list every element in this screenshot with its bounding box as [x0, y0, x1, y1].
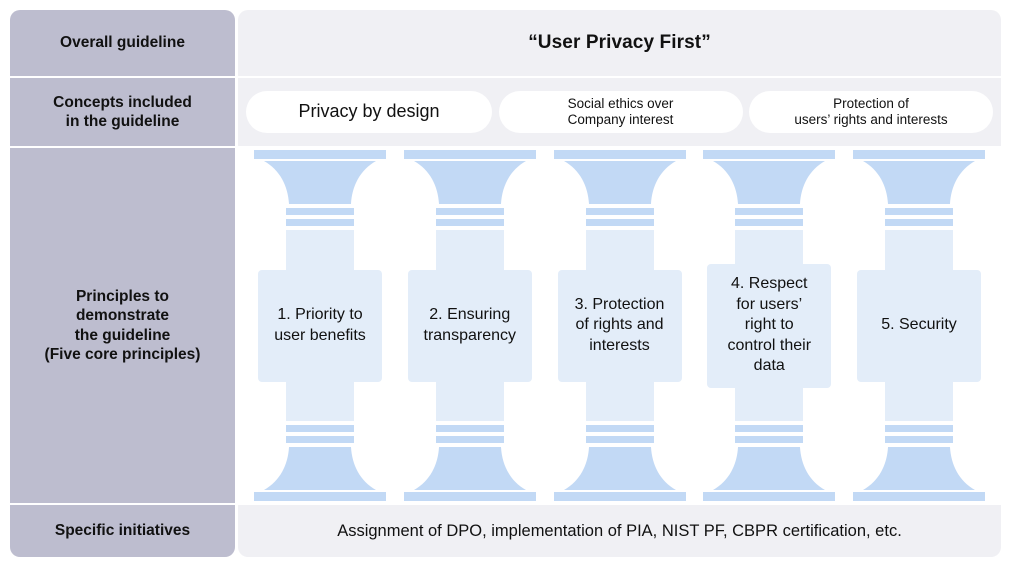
specific-initiatives-value: Assignment of DPO, implementation of PIA…: [337, 521, 902, 540]
row-content-specific-initiatives: Assignment of DPO, implementation of PIA…: [238, 505, 1001, 557]
row-label-specific-initiatives: Specific initiatives: [10, 505, 235, 557]
row-label-overall-guideline: Overall guideline: [10, 10, 235, 76]
principle-caption-5: 5. Security: [857, 269, 981, 382]
overall-guideline-value: “User Privacy First”: [528, 32, 711, 53]
pillar-5: 5. Security: [847, 148, 991, 503]
concept-pill-privacy-by-design: Privacy by design: [246, 91, 492, 133]
row-content-overall-guideline: “User Privacy First”: [238, 10, 1001, 76]
